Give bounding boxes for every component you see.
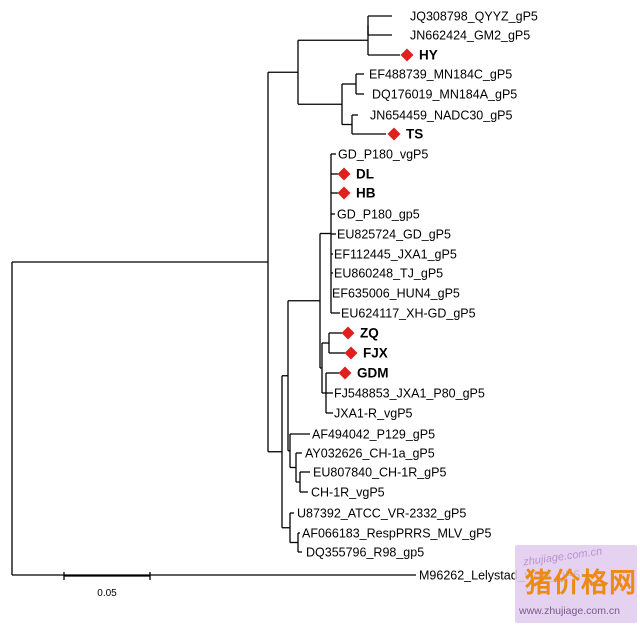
- tip-label: GD_P180_vgP5: [338, 148, 428, 162]
- diamond-marker-icon: [341, 326, 355, 340]
- tip-label: DQ176019_MN184A_gP5: [372, 88, 517, 102]
- diamond-marker-icon: [337, 167, 351, 181]
- tip-label: DQ355796_R98_gp5: [306, 546, 424, 560]
- diamond-marker-icon: [344, 346, 358, 360]
- diamond-marker-icon: [337, 186, 351, 200]
- scale-bar-label: 0.05: [97, 588, 117, 599]
- tip-label: TS: [406, 127, 423, 142]
- tip-label: EF635006_HUN4_gP5: [332, 287, 460, 301]
- watermark-site-name: 猪价格网: [525, 568, 637, 598]
- tip-label: JXA1-R_vgP5: [334, 407, 413, 421]
- watermark-logo: zhujiage.com.cn 猪价格网 www.zhujiage.com.cn: [515, 545, 637, 623]
- tip-label: HB: [356, 186, 376, 201]
- tip-label: FJX: [363, 346, 388, 361]
- tip-label: AY032626_CH-1a_gP5: [305, 447, 435, 461]
- diamond-marker-icon: [400, 48, 414, 62]
- tip-label: EU825724_GD_gP5: [337, 228, 451, 242]
- tip-label: GD_P180_gp5: [337, 208, 420, 222]
- tip-label: FJ548853_JXA1_P80_gP5: [334, 387, 485, 401]
- tip-label: JQ308798_QYYZ_gP5: [410, 10, 538, 24]
- tip-label: JN654459_NADC30_gP5: [370, 109, 513, 123]
- diamond-marker-icon: [387, 127, 401, 141]
- tip-label: DL: [356, 167, 374, 182]
- tip-label: U87392_ATCC_VR-2332_gP5: [297, 507, 466, 521]
- tip-label: EF112445_JXA1_gP5: [334, 248, 457, 262]
- tip-label: CH-1R_vgP5: [311, 486, 385, 500]
- tip-label: JN662424_GM2_gP5: [410, 29, 530, 43]
- watermark-url: www.zhujiage.com.cn: [519, 605, 620, 617]
- diamond-marker-icon: [338, 366, 352, 380]
- tip-label: AF066183_RespPRRS_MLV_gP5: [302, 527, 492, 541]
- tip-label: EF488739_MN184C_gP5: [369, 68, 512, 82]
- tip-label: ZQ: [360, 326, 379, 341]
- tip-label: GDM: [357, 366, 389, 381]
- tip-label: EU860248_TJ_gP5: [334, 267, 443, 281]
- tip-label: EU807840_CH-1R_gP5: [313, 466, 446, 480]
- tip-label: AF494042_P129_gP5: [312, 428, 435, 442]
- tip-label: EU624117_XH-GD_gP5: [341, 307, 476, 321]
- tip-label: HY: [419, 48, 438, 63]
